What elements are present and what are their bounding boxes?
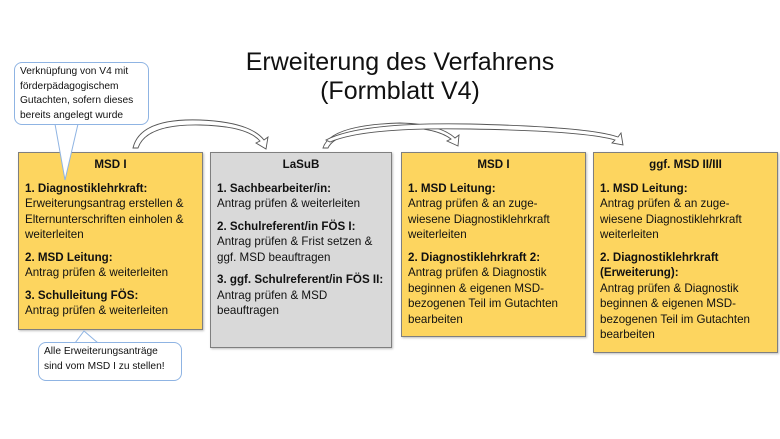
step-text: Antrag prüfen & MSD beauftragen: [217, 288, 328, 318]
box-header: ggf. MSD II/III: [649, 158, 722, 171]
step-text: Antrag prüfen & weiterleiten: [25, 266, 169, 279]
step: 1. Diagnostiklehrkraft: Erweiterungsantra…: [25, 181, 196, 243]
callout-all-requests: Alle Erweiterungsanträge sind vom MSD I …: [38, 342, 182, 381]
step-heading: 1. MSD Leitung:: [600, 181, 688, 195]
step-heading: 1. MSD Leitung:: [408, 181, 496, 195]
step-text: Antrag prüfen & Diagnostik beginnen & ei…: [408, 266, 558, 326]
step-heading: 3. Schulleitung FÖS:: [25, 288, 139, 302]
step-text: Antrag prüfen & Frist setzen & ggf. MSD …: [217, 235, 373, 264]
step-heading: 3. ggf. Schulreferent/in FÖS II:: [217, 273, 384, 286]
step: 1. MSD Leitung: Antrag prüfen & an zuge-w…: [600, 181, 771, 243]
box-header: MSD I: [94, 158, 127, 171]
step-heading: 1. Sachbearbeiter/in:: [217, 181, 332, 195]
step-text: Antrag prüfen & an zuge-wiesene Diagnost…: [600, 197, 742, 241]
slide-title: Erweiterung des Verfahrens (Formblatt V4…: [200, 48, 600, 106]
step-text: Antrag prüfen & weiterleiten: [25, 304, 169, 317]
box-msd-1-second: MSD I 1. MSD Leitung: Antrag prüfen & an …: [401, 152, 586, 337]
step: 2. Diagnostiklehrkraft (Erweiterung):Ant…: [600, 250, 771, 343]
arrow-lasub-to-msd1: [322, 122, 460, 149]
step-heading: 2. Diagnostiklehrkraft (Erweiterung):: [600, 250, 719, 280]
step: 3. Schulleitung FÖS: Antrag prüfen & weit…: [25, 288, 196, 319]
step-heading: 2. MSD Leitung:: [25, 250, 113, 264]
step: 1. MSD Leitung: Antrag prüfen & an zuge-w…: [408, 181, 579, 243]
step-text: Antrag prüfen & Diagnostik beginnen & ei…: [600, 281, 750, 342]
box-header: LaSuB: [282, 158, 320, 171]
arrow-msd-to-lasub: [132, 119, 269, 150]
step-heading: 1. Diagnostiklehrkraft:: [25, 181, 148, 195]
arrow-lasub-to-msd2: [325, 123, 624, 146]
step: 2. Diagnostiklehrkraft 2: Antrag prüfen &…: [408, 250, 579, 328]
step: 2. Schulreferent/in FÖS I: Antrag prüfen …: [217, 219, 385, 266]
step-text: Antrag prüfen & weiterleiten: [217, 197, 361, 210]
step: 3. ggf. Schulreferent/in FÖS II: Antrag p…: [217, 272, 385, 319]
box-lasub: LaSuB 1. Sachbearbeiter/in: Antrag prüfen…: [210, 152, 392, 348]
box-msd-1: MSD I 1. Diagnostiklehrkraft: Erweiterung…: [18, 152, 203, 330]
step-heading: 2. Diagnostiklehrkraft 2:: [408, 250, 541, 264]
box-msd-2-3: ggf. MSD II/III 1. MSD Leitung: Antrag pr…: [593, 152, 778, 353]
step-text: Antrag prüfen & an zuge-wiesene Diagnost…: [408, 197, 550, 241]
title-line-2: (Formblatt V4): [320, 77, 480, 105]
step-heading: 2. Schulreferent/in FÖS I:: [217, 219, 356, 233]
step: 2. MSD Leitung: Antrag prüfen & weiterlei…: [25, 250, 196, 281]
step-text: Erweiterungsantrag erstellen & Elternunt…: [25, 197, 184, 241]
callout-link-gutachten: Verknüpfung von V4 mit förderpädagogisch…: [14, 62, 149, 125]
box-header: MSD I: [477, 158, 510, 171]
step: 1. Sachbearbeiter/in: Antrag prüfen & wei…: [217, 181, 385, 212]
title-line-1: Erweiterung des Verfahrens: [245, 48, 555, 76]
